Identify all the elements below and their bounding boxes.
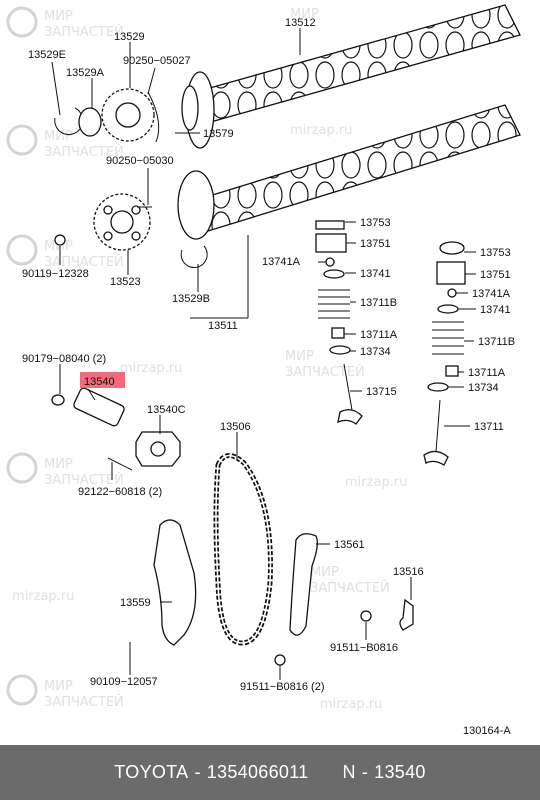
watermark-text: mirzap.ru [320, 697, 382, 712]
watermark-text: ЗАПЧАСТЕЙ [44, 472, 124, 488]
chain-tensioner-13540 [51, 387, 181, 471]
part-label[interactable]: 13753 [480, 247, 511, 259]
part-label[interactable]: 13711A [468, 367, 506, 379]
parts-diagram: МИР ЗАПЧАСТЕЙ МИР ЗАПЧАСТЕЙ mirzap.ru МИ… [6, 4, 521, 737]
part-label[interactable]: 90179−08040 (2) [22, 353, 106, 365]
watermark-text: МИР [290, 7, 319, 22]
watermark-text: МИР [44, 129, 73, 144]
brand-name: TOYOTA [114, 762, 189, 782]
part-label[interactable]: 13529A [66, 67, 105, 79]
stud-bolt-icon [107, 457, 133, 471]
watermark-text: mirzap.ru [120, 361, 182, 376]
bolt-icon [360, 610, 372, 622]
part-label-highlighted[interactable]: 13540 [84, 376, 115, 388]
part-label[interactable]: 13715 [366, 386, 397, 398]
chain-damper-13561 [289, 533, 318, 636]
part-label[interactable]: 13516 [393, 566, 424, 578]
part-label[interactable]: 13734 [468, 382, 499, 394]
leader-lines [51, 28, 476, 680]
camshaft-gear-13529 [101, 88, 155, 142]
part-label[interactable]: 13512 [285, 17, 316, 29]
spring-13579 [147, 91, 160, 143]
diagram-reference: 130164-A [463, 725, 511, 737]
part-label[interactable]: 13751 [360, 238, 391, 250]
part-label[interactable]: 92122−60818 (2) [78, 486, 162, 498]
watermark-group: МИР ЗАПЧАСТЕЙ МИР ЗАПЧАСТЕЙ mirzap.ru МИ… [6, 6, 407, 712]
lower-camshaft [177, 104, 521, 240]
part-label[interactable]: 13561 [334, 539, 365, 551]
part-label[interactable]: 13559 [120, 597, 151, 609]
part-label[interactable]: 13741 [360, 268, 391, 280]
part-label[interactable]: 13741 [480, 304, 511, 316]
part-label[interactable]: 13579 [203, 128, 234, 140]
watermark-text: МИР [310, 565, 339, 580]
watermark-text: ЗАПЧАСТЕЙ [44, 24, 124, 40]
watermark-text: МИР [44, 239, 73, 254]
part-label[interactable]: 13741A [262, 256, 301, 268]
snap-ring-13529B [180, 245, 208, 268]
separator: - [194, 762, 201, 782]
watermark-text: МИР [44, 679, 73, 694]
part-label[interactable]: 13711B [478, 336, 515, 348]
watermark-text: mirzap.ru [345, 475, 407, 490]
watermark-text: ЗАПЧАСТЕЙ [44, 254, 124, 270]
watermark-text: МИР [44, 457, 73, 472]
part-label[interactable]: 13529 [114, 31, 145, 43]
part-label[interactable]: 90250−05027 [123, 55, 191, 67]
part-label[interactable]: 90109−12057 [90, 676, 158, 688]
part-label[interactable]: 13711B [360, 297, 397, 309]
part-label[interactable]: 13753 [360, 217, 391, 229]
part-info-footer: TOYOTA - 1354066011 N - 13540 [0, 745, 540, 800]
part-label[interactable]: 13734 [360, 346, 391, 358]
part-label[interactable]: 13711 [474, 421, 504, 433]
part-labels: 13512 13529 13529E 13529A 90250−05027 13… [22, 17, 515, 737]
part-label[interactable]: 90119−12328 [22, 268, 89, 280]
washer-13529A [78, 107, 102, 137]
bolt-icon [274, 654, 286, 666]
part-label[interactable]: 13741A [472, 288, 511, 300]
position-code: N [342, 762, 356, 782]
watermark-text: МИР [44, 9, 73, 24]
part-label[interactable]: 90250−05030 [106, 155, 174, 167]
watermark-text: mirzap.ru [290, 123, 352, 138]
part-label[interactable]: 13529E [28, 49, 66, 61]
highlight-box [80, 372, 125, 388]
chain-slipper-13559 [153, 519, 197, 646]
part-label[interactable]: 13511 [208, 320, 238, 332]
part-label[interactable]: 13540C [147, 404, 186, 416]
valve-assembly-right [423, 241, 466, 466]
part-label[interactable]: 13523 [110, 276, 141, 288]
valve-assembly-left [315, 220, 363, 425]
watermark-text: ЗАПЧАСТЕЙ [44, 694, 124, 710]
part-label[interactable]: 13506 [220, 421, 251, 433]
watermark-text: ЗАПЧАСТЕЙ [44, 144, 124, 160]
separator: - [361, 762, 369, 782]
part-label[interactable]: 13529B [172, 293, 210, 305]
upper-camshaft [181, 4, 521, 149]
watermark-text: ЗАПЧАСТЕЙ [285, 364, 365, 380]
part-label[interactable]: 13751 [480, 269, 511, 281]
diagram-code: 13540 [374, 762, 426, 782]
timing-chain-13506 [213, 453, 273, 646]
watermark-text: ЗАПЧАСТЕЙ [310, 580, 390, 596]
watermark-text: МИР [285, 349, 314, 364]
camshaft-gear-13523 [93, 193, 151, 251]
part-label[interactable]: 91511−B0816 (2) [240, 681, 325, 693]
damper-13516 [399, 598, 414, 631]
part-label[interactable]: 13711A [360, 329, 398, 341]
part-label[interactable]: 91511−B0816 [330, 642, 398, 654]
part-number: 1354066011 [206, 762, 309, 782]
bolt-icon [54, 234, 66, 246]
watermark-text: mirzap.ru [12, 589, 74, 604]
